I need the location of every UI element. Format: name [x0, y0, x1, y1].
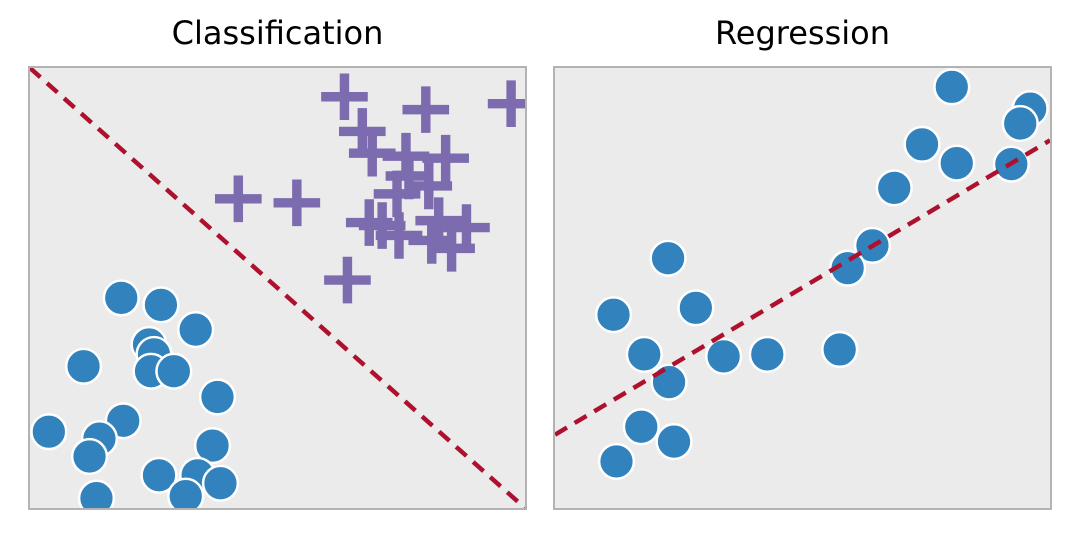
- sample-circle-marker: [655, 423, 693, 461]
- class-plus-marker: [443, 204, 490, 251]
- class-plus-marker: [215, 175, 262, 223]
- sample-circle-marker: [821, 330, 859, 369]
- regression-title: Regression: [714, 14, 891, 52]
- class-circle-marker: [70, 437, 109, 476]
- class-circle-marker: [201, 464, 240, 502]
- sample-circle-marker: [705, 337, 743, 375]
- sample-circle-marker: [677, 289, 715, 327]
- class-plus-marker: [487, 80, 525, 127]
- sample-circle-marker: [938, 144, 976, 182]
- class-circle-marker: [77, 479, 116, 508]
- class-circle-marker: [142, 286, 180, 324]
- class-plus-marker: [428, 225, 475, 272]
- class-plus-marker: [408, 217, 456, 264]
- class-plus-marker: [373, 170, 421, 218]
- class-plus-marker: [422, 134, 469, 182]
- sample-circle-marker: [933, 68, 971, 106]
- sample-circle-marker: [650, 363, 688, 401]
- class-plus-marker: [402, 86, 450, 133]
- class-circle-marker: [177, 311, 215, 349]
- class-plus-marker: [375, 212, 423, 259]
- class-plus-marker: [324, 256, 371, 304]
- classification-panel: Classification: [28, 14, 527, 510]
- sample-circle-marker: [649, 239, 687, 277]
- class-circle-marker: [198, 378, 237, 416]
- sample-circle-marker: [875, 169, 913, 207]
- class-plus-marker: [348, 129, 396, 177]
- class-circle-marker: [102, 279, 140, 317]
- class-plus-marker: [273, 179, 321, 227]
- sample-circle-marker: [597, 442, 636, 481]
- sample-circle-marker: [625, 335, 663, 373]
- class-plus-marker: [358, 202, 406, 249]
- class-plus-marker: [339, 108, 386, 155]
- class-circle-marker: [30, 413, 68, 451]
- class-circle-marker: [140, 456, 178, 494]
- sample-circle-marker: [594, 296, 633, 334]
- regression-plot: [553, 66, 1052, 510]
- class-circle-marker: [155, 352, 193, 390]
- sample-circle-marker: [748, 335, 786, 373]
- sample-circle-marker: [829, 249, 867, 287]
- classification-plot: [28, 66, 527, 510]
- class-plus-marker: [385, 152, 433, 200]
- class-plus-marker: [405, 162, 453, 210]
- decision-boundary-line: [30, 68, 525, 508]
- class-plus-marker: [321, 73, 368, 121]
- sample-circle-marker: [903, 125, 941, 163]
- classification-title: Classification: [171, 14, 384, 52]
- sample-circle-marker: [1001, 104, 1039, 143]
- regression-panel: Regression: [553, 14, 1052, 510]
- regression-fit-line: [555, 138, 1050, 437]
- sample-circle-marker: [622, 408, 660, 446]
- class-circle-marker: [64, 347, 103, 385]
- class-plus-marker: [415, 197, 463, 244]
- class-circle-marker: [167, 477, 205, 508]
- class-circle-marker: [193, 426, 232, 465]
